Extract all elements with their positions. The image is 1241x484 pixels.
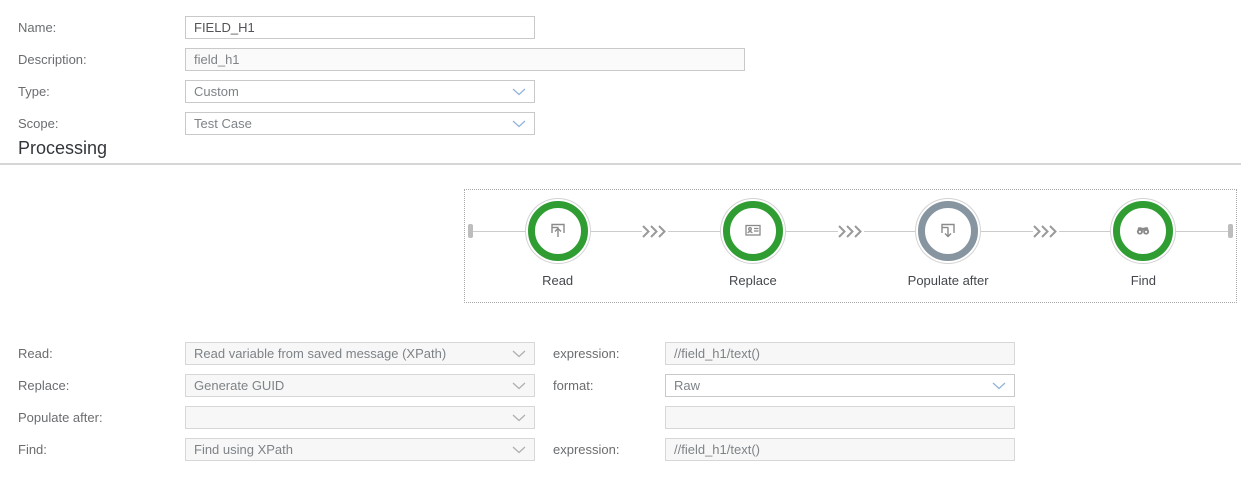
populate-after-method-select (185, 406, 535, 429)
populate-after-label: Populate after: (18, 410, 103, 425)
description-label: Description: (18, 52, 87, 67)
flow-connector-line (1058, 231, 1114, 232)
form-row-type: Type: Custom (18, 80, 1241, 103)
flow-connector-line (978, 231, 1033, 232)
find-expression-label: expression: (553, 442, 620, 457)
replace-label: Replace: (18, 378, 70, 393)
contact-card-icon (743, 220, 763, 243)
flow-connector-line (473, 231, 528, 232)
form-row-populate-after: Populate after: (18, 406, 1241, 429)
chevron-down-icon (992, 382, 1006, 390)
flow-node-find-ring (1113, 201, 1174, 261)
find-method-value: Find using XPath (194, 442, 294, 457)
find-label: Find: (18, 442, 47, 457)
scope-select[interactable]: Test Case (185, 112, 535, 135)
form-row-read: Read: Read variable from saved message (… (18, 342, 1241, 365)
process-flow-lane: Read Replace (468, 201, 1233, 293)
section-separator (0, 163, 1241, 165)
populate-after-param-input (665, 406, 1015, 429)
description-input (185, 48, 745, 71)
binoculars-icon (1133, 220, 1153, 243)
replace-format-value: Raw (674, 378, 701, 393)
triple-chevron-icon (837, 225, 864, 241)
upload-tray-icon (548, 220, 568, 243)
variable-header-form: Name: Description: Type: Custom Scope: T… (0, 0, 1241, 135)
flow-node-populate-after-ring (918, 201, 979, 261)
replace-format-label: format: (553, 378, 594, 393)
flow-connector-line (668, 231, 723, 232)
flow-node-find[interactable]: Find (1113, 201, 1174, 293)
replace-format-select[interactable]: Raw (665, 374, 1015, 397)
flow-connector-line (782, 231, 838, 232)
flow-node-replace[interactable]: Replace (722, 201, 783, 293)
flow-node-label: Find (1130, 273, 1157, 288)
read-method-select: Read variable from saved message (XPath) (185, 342, 535, 365)
scope-label: Scope: (18, 116, 59, 131)
flow-connector-line (587, 231, 643, 232)
processing-section-title: Processing (18, 138, 108, 158)
form-row-name: Name: (18, 16, 1241, 39)
flow-left-edge-connector (468, 224, 473, 238)
chevron-down-icon (512, 382, 526, 390)
form-row-find: Find: Find using XPath expression: (18, 438, 1241, 461)
triple-chevron-icon (642, 225, 668, 241)
name-label: Name: (18, 20, 57, 35)
replace-method-value: Generate GUID (194, 378, 285, 393)
download-tray-icon (938, 220, 958, 243)
name-input[interactable] (185, 16, 535, 39)
read-method-value: Read variable from saved message (XPath) (194, 346, 447, 361)
flow-node-populate-after[interactable]: Populate after (908, 201, 989, 293)
type-select[interactable]: Custom (185, 80, 535, 103)
flow-node-label: Populate after (907, 273, 989, 288)
chevron-down-icon (512, 414, 526, 422)
flow-node-read-ring (527, 201, 588, 261)
find-expression-input (665, 438, 1015, 461)
processing-detail-form: Read: Read variable from saved message (… (0, 303, 1241, 461)
read-expression-input (665, 342, 1015, 365)
flow-node-replace-ring (722, 201, 783, 261)
type-label: Type: (18, 84, 50, 99)
form-row-description: Description: (18, 48, 1241, 71)
flow-right-edge-connector (1228, 224, 1233, 238)
flow-node-read[interactable]: Read (527, 201, 588, 293)
read-label: Read: (18, 346, 53, 361)
replace-method-select: Generate GUID (185, 374, 535, 397)
read-expression-label: expression: (553, 346, 620, 361)
chevron-down-icon (512, 88, 526, 96)
chevron-down-icon (512, 446, 526, 454)
flow-connector-line (863, 231, 919, 232)
flow-node-label: Read (542, 273, 574, 288)
find-method-select: Find using XPath (185, 438, 535, 461)
flow-node-label: Replace (729, 273, 777, 288)
form-row-replace: Replace: Generate GUID format: Raw (18, 374, 1241, 397)
process-flow-panel: Read Replace (464, 189, 1237, 303)
chevron-down-icon (512, 120, 526, 128)
flow-connector-line (1173, 231, 1228, 232)
type-select-value: Custom (194, 84, 239, 99)
form-row-scope: Scope: Test Case (18, 112, 1241, 135)
scope-select-value: Test Case (194, 116, 252, 131)
chevron-down-icon (512, 350, 526, 358)
triple-chevron-icon (1033, 225, 1059, 241)
